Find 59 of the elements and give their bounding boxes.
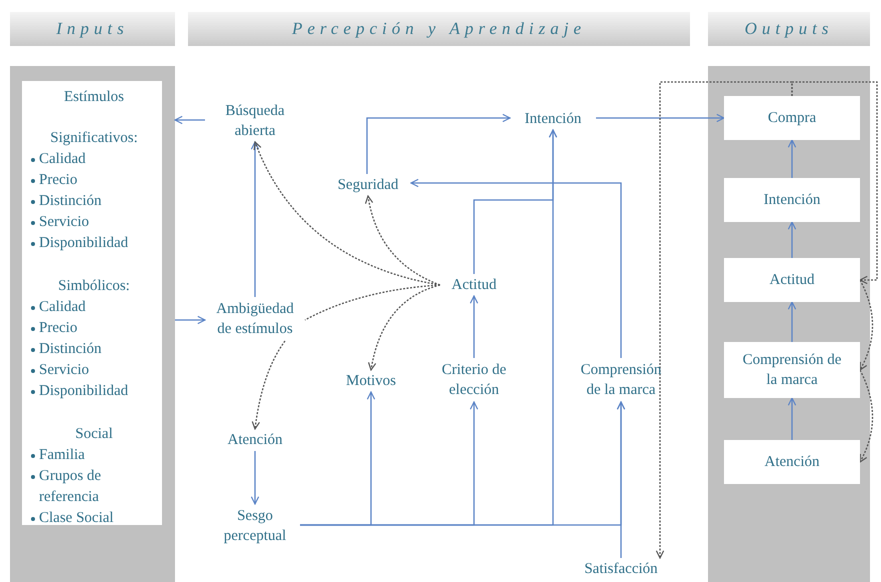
concept-label: Satisfacción [570,558,672,580]
concept-label: Criterio de elección [425,358,523,402]
arrow [410,178,622,358]
concept-label: Atención [215,429,295,451]
dashed-arrow [859,280,874,371]
list-item: Disponibilidad [39,382,128,401]
concept-label: Ambigüedad de estímulos [205,297,305,341]
output-box: Intención [724,178,860,222]
dashed-arrow [252,340,286,430]
category-heading: Significativos: [49,129,139,148]
output-box: Atención [724,440,860,484]
category-heading: Social [74,425,114,444]
arrow [788,221,796,258]
list-item: Disponibilidad [39,234,128,253]
output-box: Comprensión de la marca [724,342,860,398]
arrow [616,401,626,558]
concept-label: Búsqueda abierta [205,100,305,142]
concept-label: Actitud [440,274,508,296]
list-item: Servicio [39,361,89,380]
input-panel [10,66,175,582]
output-box: Actitud [724,258,860,302]
concept-label: Sesgo perceptual [210,504,300,548]
list-item: Grupos de referencia [39,467,102,507]
dashed-arrow [859,370,874,463]
list-item: Servicio [39,213,89,232]
list-item: Distinción [39,340,102,359]
arrow [788,397,796,440]
arrow [366,114,511,174]
dashed-arrow [368,284,440,371]
arrow [788,301,796,342]
concept-label: Seguridad [325,174,411,196]
arrow [596,114,725,122]
header-bar: Outputs [708,12,870,46]
output-panel [708,66,870,582]
concept-label: Motivos [335,370,407,392]
list-item: Calidad [39,298,86,317]
stimulus-box [22,81,162,525]
list-item: Precio [39,171,78,190]
arrow [175,316,206,324]
list-item: Calidad [39,150,86,169]
concept-label: Intención [510,108,596,130]
concept-label: Comprensión de la marca [571,358,671,402]
dashed-arrow [791,81,878,284]
dashed-arrow [365,195,440,286]
arrow [250,141,260,297]
list-item: Familia [39,446,85,465]
list-item: Distinción [39,192,102,211]
arrow [470,295,478,358]
list-item: Clase Social [39,509,114,528]
arrow [174,116,205,124]
arrow [788,139,796,178]
dashed-arrow [656,81,793,559]
output-box: Compra [724,96,860,140]
header-bar: Percepción y Aprendizaje [188,12,690,46]
list-item: Precio [39,319,78,338]
category-heading: Simbólicos: [57,277,131,296]
category-heading: Estímulos [62,88,125,107]
arrow [250,451,260,505]
header-bar: Inputs [10,12,175,46]
